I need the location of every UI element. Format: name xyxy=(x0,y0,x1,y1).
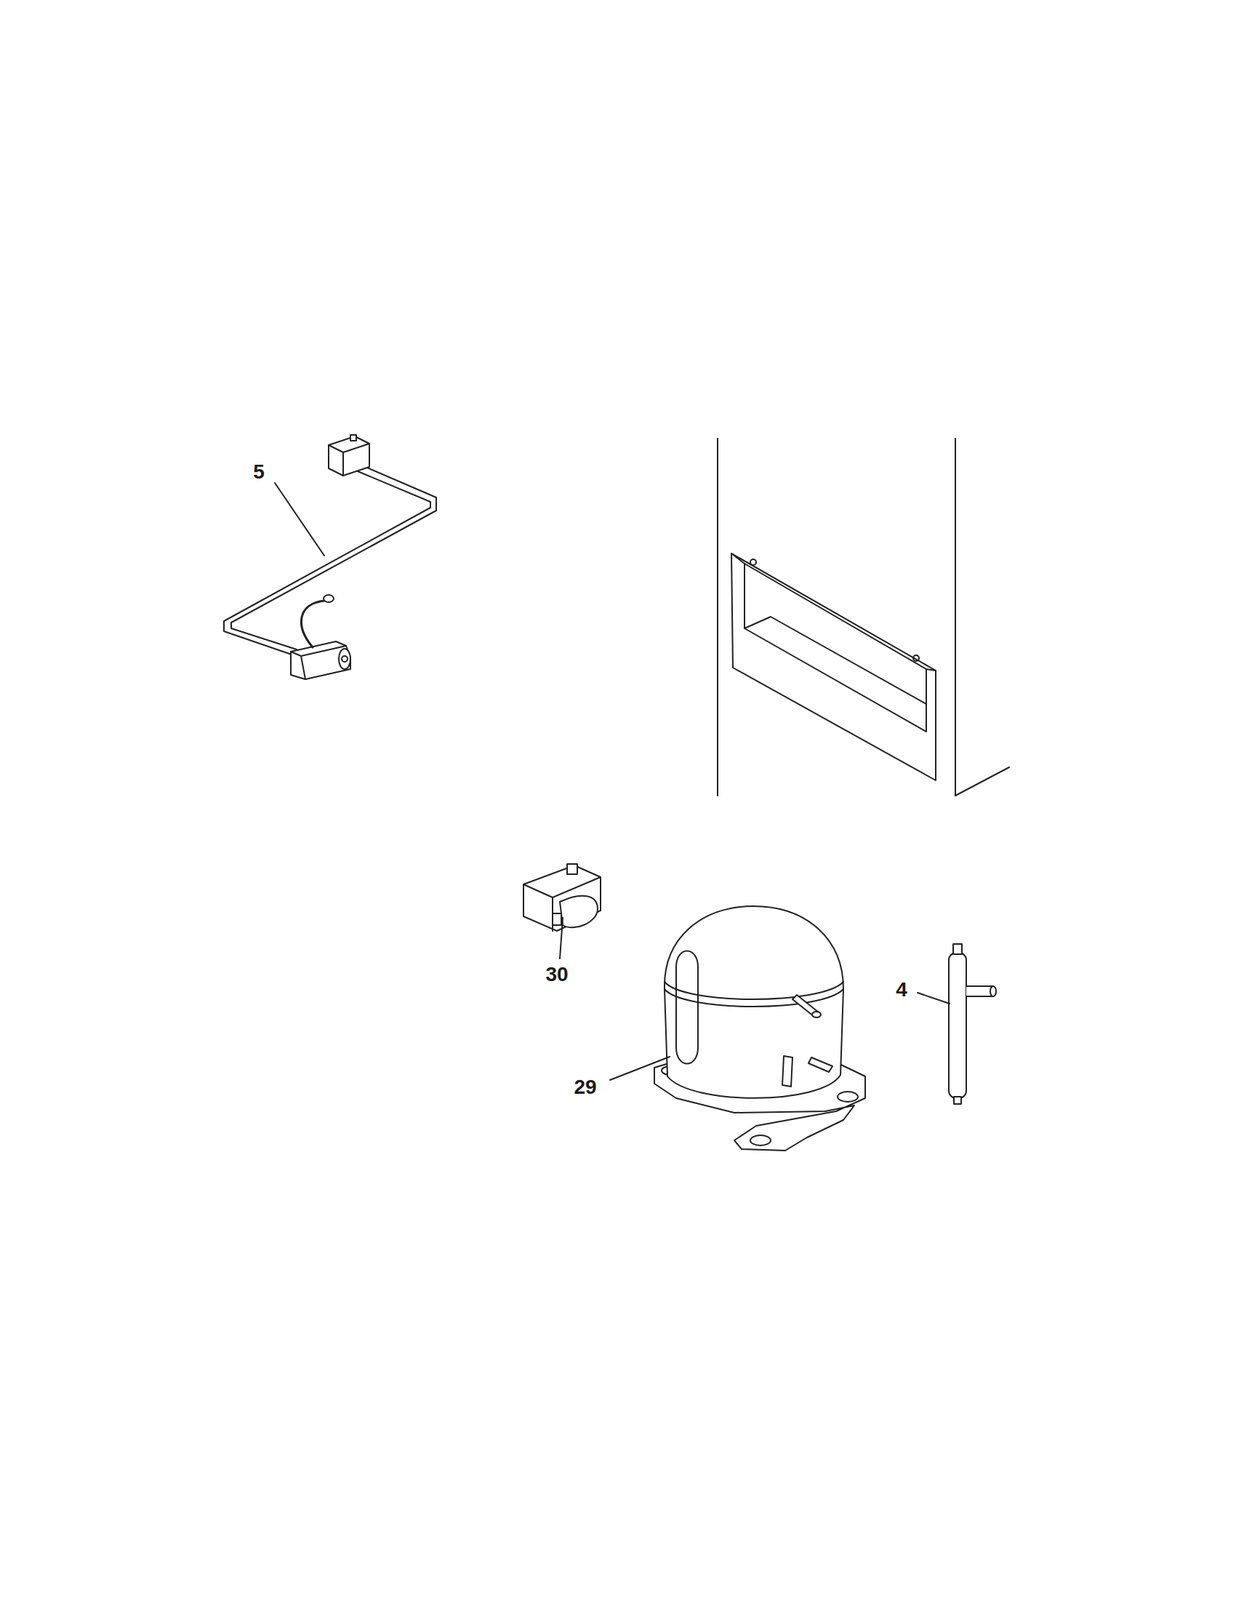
cabinet xyxy=(717,438,1010,796)
callout-number: 4 xyxy=(895,979,908,1000)
leader-line xyxy=(274,482,325,556)
leader-line xyxy=(917,992,950,1004)
wire-harness xyxy=(223,434,437,680)
callout-number: 30 xyxy=(545,964,568,985)
leader-line xyxy=(559,917,563,959)
callout-number: 5 xyxy=(253,461,265,483)
filter-drier xyxy=(948,943,997,1104)
leader-line xyxy=(610,1056,670,1080)
compressor xyxy=(654,905,866,1151)
callout-number: 29 xyxy=(573,1076,597,1098)
